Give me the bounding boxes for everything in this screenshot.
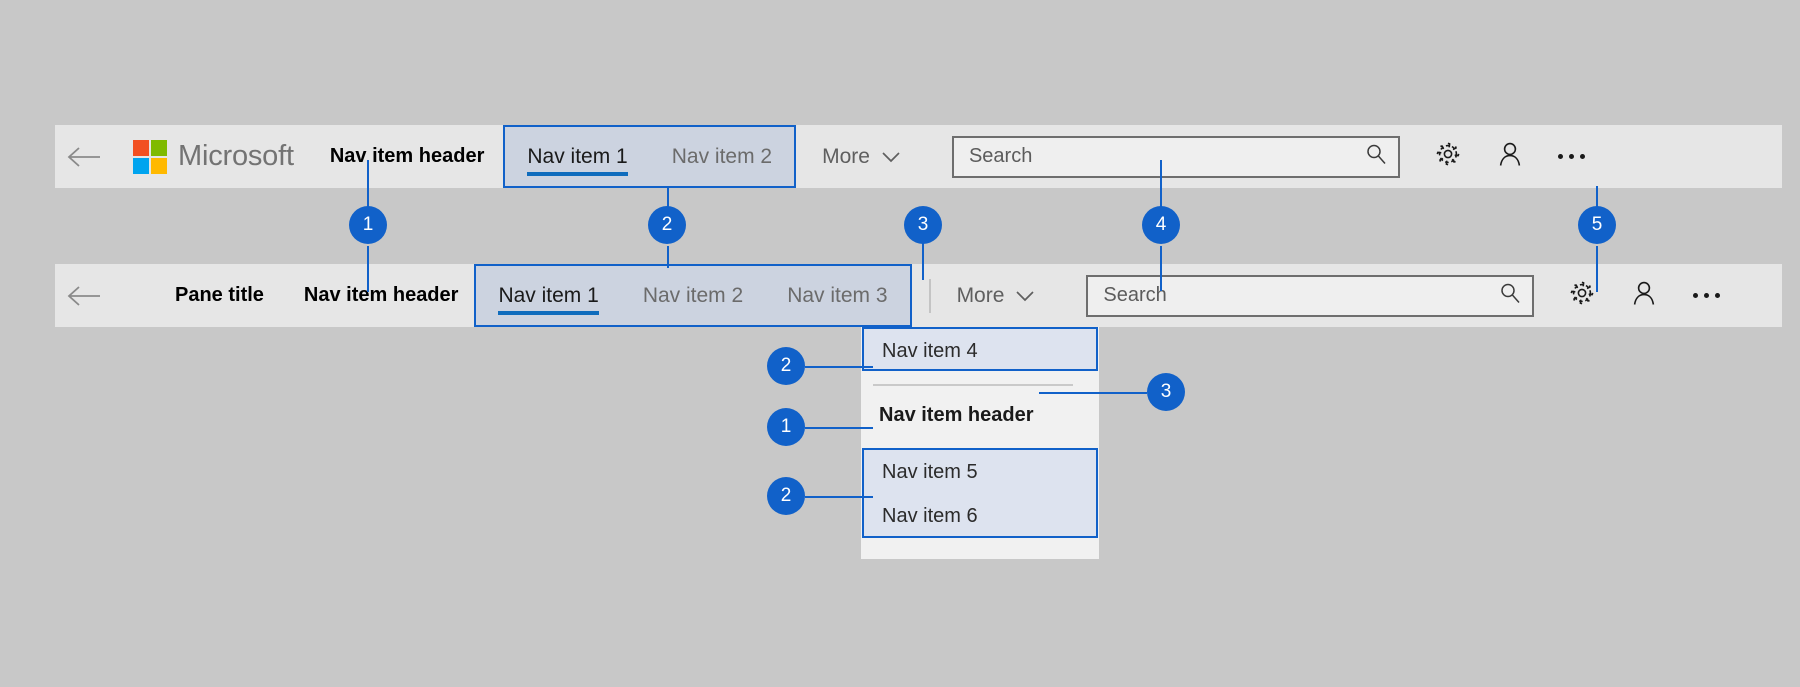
leader-line-8	[805, 427, 873, 429]
search-input-primary[interactable]: Search	[951, 135, 1400, 178]
ellipsis-icon	[1692, 293, 1720, 298]
callout-badge-5: 5	[1578, 206, 1616, 244]
tab-nav-item-1-secondary[interactable]: Nav item 1	[476, 266, 620, 325]
tab-label: Nav item 2	[642, 283, 744, 307]
flyout-group-top: Nav item 4	[862, 327, 1098, 371]
search-placeholder: Search	[968, 145, 1033, 167]
account-button-primary[interactable]	[1484, 125, 1536, 188]
chevron-down-icon	[882, 145, 900, 169]
tab-group-primary: Nav item 1 Nav item 2	[503, 125, 797, 188]
callout-number: 1	[362, 214, 374, 235]
leader-line-7	[1039, 392, 1147, 394]
tab-nav-item-3-secondary[interactable]: Nav item 3	[765, 266, 909, 325]
back-button-primary[interactable]	[55, 125, 113, 188]
overflow-button-secondary[interactable]	[1680, 264, 1732, 327]
callout-badge-4: 4	[1142, 206, 1180, 244]
settings-button-secondary[interactable]	[1556, 264, 1608, 327]
more-dropdown-primary[interactable]: More	[822, 145, 900, 169]
back-arrow-icon	[67, 285, 101, 307]
flyout-group-bottom: Nav item 5 Nav item 6	[862, 448, 1098, 538]
back-arrow-icon	[67, 146, 101, 168]
nav-item-header-secondary: Nav item header	[303, 284, 459, 306]
leader-line-1	[367, 160, 369, 222]
person-icon	[1630, 279, 1658, 312]
search-placeholder: Search	[1103, 284, 1167, 306]
callout-badge-1: 1	[349, 206, 387, 244]
callout-number: 3	[917, 214, 929, 235]
account-button-secondary[interactable]	[1618, 264, 1670, 327]
tab-nav-item-2-primary[interactable]: Nav item 2	[650, 127, 794, 186]
nav-item-header-primary: Nav item header	[329, 145, 485, 167]
callout-number: 2	[780, 355, 792, 376]
search-input-secondary[interactable]: Search	[1086, 274, 1535, 317]
chevron-down-icon	[1016, 284, 1035, 308]
back-button-secondary[interactable]	[55, 264, 113, 327]
tab-label: Nav item 3	[787, 283, 888, 307]
gear-icon	[1434, 140, 1462, 173]
overflow-button-primary[interactable]	[1546, 125, 1598, 188]
pane-title: Pane title	[175, 284, 264, 306]
callout-badge-9: 2	[767, 477, 805, 515]
flyout-nav-item-header: Nav item header	[879, 403, 1034, 426]
more-dropdown-secondary[interactable]: More	[957, 284, 1035, 308]
callout-number: 1	[780, 416, 792, 437]
callout-number: 5	[1591, 214, 1603, 235]
leader-line-4	[1160, 160, 1162, 212]
leader-line-2b	[667, 246, 669, 268]
tab-label: Nav item 2	[671, 144, 773, 168]
callout-badge-3: 3	[904, 206, 942, 244]
flyout-item-label: Nav item 6	[882, 504, 978, 527]
microsoft-squares-icon	[133, 139, 167, 174]
callout-number: 2	[661, 214, 673, 235]
leader-line-4b	[1160, 246, 1162, 291]
leader-line-6	[805, 366, 873, 368]
search-icon[interactable]	[1365, 143, 1387, 170]
callout-badge-8: 1	[767, 408, 805, 446]
microsoft-logo[interactable]: Microsoft	[133, 139, 294, 174]
flyout-separator	[873, 384, 1073, 386]
flyout-item-nav-item-5[interactable]: Nav item 5	[864, 450, 1096, 494]
tab-nav-item-1-primary[interactable]: Nav item 1	[505, 127, 649, 186]
nav-divider	[928, 278, 931, 313]
callout-number: 4	[1155, 214, 1167, 235]
leader-line-3	[922, 220, 924, 280]
more-label: More	[822, 144, 870, 168]
tab-nav-item-2-secondary[interactable]: Nav item 2	[621, 266, 765, 325]
navbar-secondary: Pane title Nav item header Nav item 1 Na…	[55, 264, 1782, 327]
tab-label: Nav item 1	[527, 144, 628, 168]
navbar-primary: Microsoft Nav item header Nav item 1 Nav…	[55, 125, 1782, 188]
leader-line-1b	[367, 246, 369, 292]
callout-badge-6: 2	[767, 347, 805, 385]
callout-number: 2	[780, 485, 792, 506]
microsoft-wordmark: Microsoft	[178, 140, 294, 172]
leader-line-9	[805, 496, 873, 498]
more-label: More	[956, 283, 1005, 307]
flyout-item-label: Nav item 4	[882, 339, 978, 362]
leader-line-5b	[1596, 246, 1598, 292]
flyout-item-nav-item-4[interactable]: Nav item 4	[864, 329, 1096, 373]
callout-badge-7: 3	[1147, 373, 1185, 411]
tab-label: Nav item 1	[498, 283, 599, 307]
ellipsis-icon	[1558, 154, 1586, 159]
settings-button-primary[interactable]	[1422, 125, 1474, 188]
person-icon	[1496, 140, 1524, 173]
more-flyout-panel: Nav item 4 Nav item header Nav item 5 Na…	[861, 327, 1099, 559]
callout-badge-2: 2	[648, 206, 686, 244]
flyout-item-label: Nav item 5	[882, 460, 978, 483]
callout-number: 3	[1160, 381, 1172, 402]
flyout-item-nav-item-6[interactable]: Nav item 6	[864, 494, 1096, 538]
gear-icon	[1568, 279, 1596, 312]
search-icon[interactable]	[1499, 282, 1521, 309]
tab-group-secondary: Nav item 1 Nav item 2 Nav item 3	[474, 264, 912, 327]
